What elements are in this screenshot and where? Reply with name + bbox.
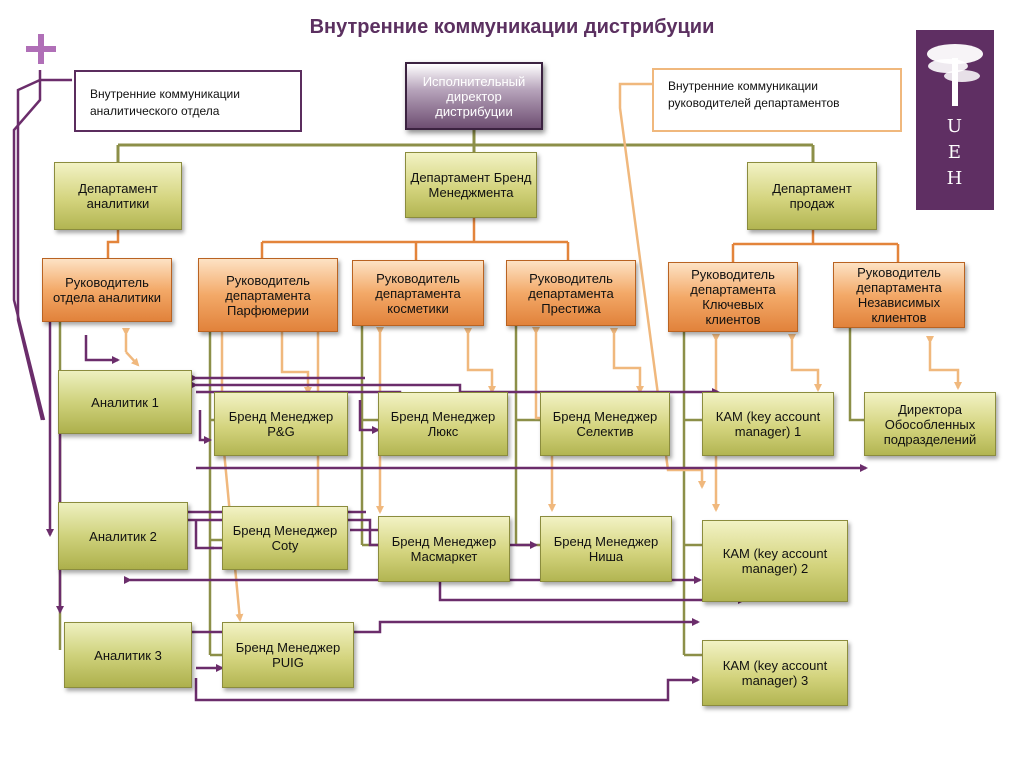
node-kam-1: КАМ (key account manager) 1 xyxy=(702,392,834,456)
node-bm-pg: Бренд Менеджер P&G xyxy=(214,392,348,456)
node-head-prestige: Руководитель департамента Престижа xyxy=(506,260,636,326)
node-bm-massmarket-label: Бренд Менеджер Масмаркет xyxy=(391,534,497,564)
node-head-analytics-label: Руководитель отдела аналитики xyxy=(53,275,161,305)
node-bm-lux: Бренд Менеджер Люкс xyxy=(378,392,508,456)
node-dept-sales: Департамент продаж xyxy=(747,162,877,230)
node-head-independent-clients-label: Руководитель департамента Независимых кл… xyxy=(856,265,942,325)
brand-logo: U E H xyxy=(916,30,994,210)
node-head-prestige-label: Руководитель департамента Престижа xyxy=(528,270,614,316)
node-analyst-1-label: Аналитик 1 xyxy=(91,394,159,410)
node-bm-lux-label: Бренд Менеджер Люкс xyxy=(390,409,496,439)
node-analyst-2-label: Аналитик 2 xyxy=(89,528,157,544)
node-bm-niche: Бренд Менеджер Ниша xyxy=(540,516,672,582)
node-head-key-clients-label: Руководитель департамента Ключевых клиен… xyxy=(690,267,776,327)
legend-analytics-text: Внутренние коммуникации аналитического о… xyxy=(90,87,240,118)
node-bm-pg-label: Бренд Менеджер P&G xyxy=(228,409,334,439)
node-kam-3: КАМ (key account manager) 3 xyxy=(702,640,848,706)
node-head-perfume-label: Руководитель департамента Парфюмерии xyxy=(225,272,311,318)
node-dept-brand-label: Департамент Бренд Менеджмента xyxy=(410,170,532,200)
legend-heads-text: Внутренние коммуникации руководителей де… xyxy=(668,79,840,110)
org-tree-olive xyxy=(116,130,815,162)
node-director-label: Исполнительный директор дистрибуции xyxy=(422,73,526,119)
org-tree-orange xyxy=(106,218,900,262)
node-analyst-3-label: Аналитик 3 xyxy=(94,647,162,663)
node-bm-coty-label: Бренд Менеджер Coty xyxy=(232,523,338,553)
node-dept-sales-label: Департамент продаж xyxy=(772,181,852,211)
node-head-cosmetics: Руководитель департамента косметики xyxy=(352,260,484,326)
plus-icon xyxy=(26,34,56,64)
node-analyst-1: Аналитик 1 xyxy=(58,370,192,434)
node-kam-3-label: КАМ (key account manager) 3 xyxy=(722,658,828,688)
node-director: Исполнительный директор дистрибуции xyxy=(405,62,543,130)
node-dept-analytics: Департамент аналитики xyxy=(54,162,182,230)
node-bm-puig-label: Бренд Менеджер PUIG xyxy=(235,640,341,670)
node-branch-directors-label: Директора Обособленных подразделений xyxy=(883,401,977,447)
node-dept-brand: Департамент Бренд Менеджмента xyxy=(405,152,537,218)
node-dept-analytics-label: Департамент аналитики xyxy=(78,181,158,211)
node-bm-niche-label: Бренд Менеджер Ниша xyxy=(553,534,659,564)
node-head-analytics: Руководитель отдела аналитики xyxy=(42,258,172,322)
page-title: Внутренние коммуникации дистрибуции xyxy=(309,16,715,38)
node-bm-selective-label: Бренд Менеджер Селектив xyxy=(552,409,658,439)
legend-heads: Внутренние коммуникации руководителей де… xyxy=(652,68,902,132)
node-branch-directors: Директора Обособленных подразделений xyxy=(864,392,996,456)
node-head-cosmetics-label: Руководитель департамента косметики xyxy=(375,270,461,316)
node-analyst-2: Аналитик 2 xyxy=(58,502,188,570)
node-head-perfume: Руководитель департамента Парфюмерии xyxy=(198,258,338,332)
node-bm-selective: Бренд Менеджер Селектив xyxy=(540,392,670,456)
node-head-key-clients: Руководитель департамента Ключевых клиен… xyxy=(668,262,798,332)
node-analyst-3: Аналитик 3 xyxy=(64,622,192,688)
node-bm-massmarket: Бренд Менеджер Масмаркет xyxy=(378,516,510,582)
node-bm-puig: Бренд Менеджер PUIG xyxy=(222,622,354,688)
node-bm-coty: Бренд Менеджер Coty xyxy=(222,506,348,570)
node-kam-1-label: КАМ (key account manager) 1 xyxy=(715,409,821,439)
node-head-independent-clients: Руководитель департамента Независимых кл… xyxy=(833,262,965,328)
logo-letters: U E H xyxy=(946,116,964,189)
node-kam-2-label: КАМ (key account manager) 2 xyxy=(722,546,828,576)
node-kam-2: КАМ (key account manager) 2 xyxy=(702,520,848,602)
legend-analytics: Внутренние коммуникации аналитического о… xyxy=(74,70,302,132)
tree-logo-icon xyxy=(927,44,983,106)
